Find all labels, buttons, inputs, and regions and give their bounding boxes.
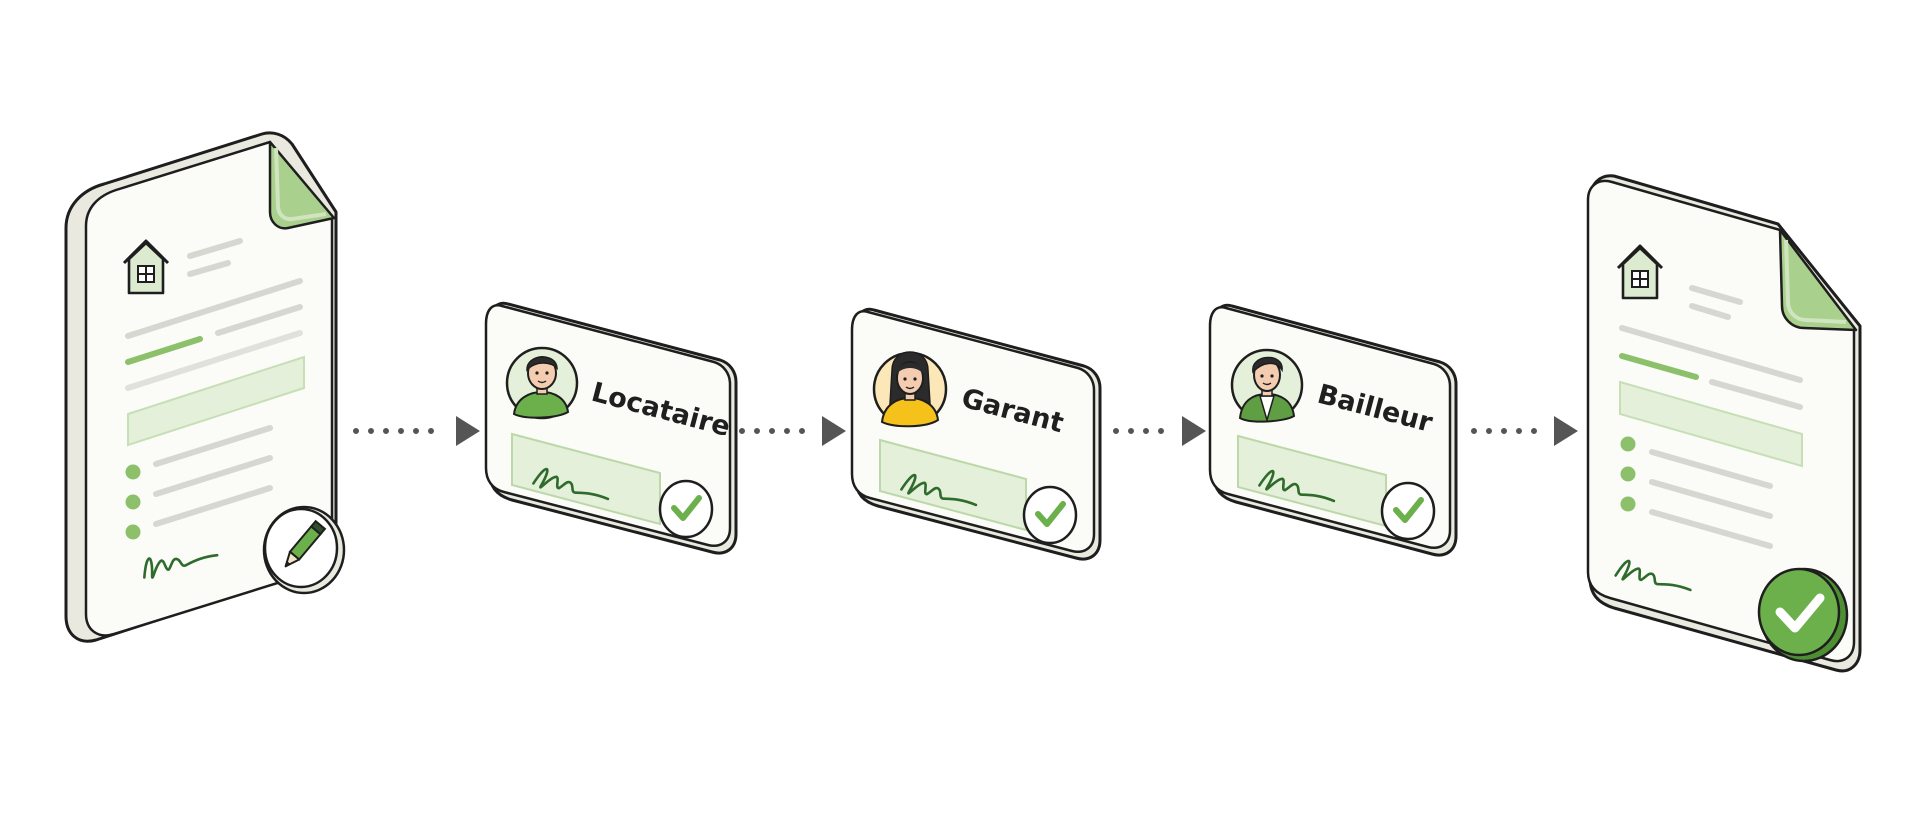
connector-arrow-1 [353,416,480,446]
checkmark-icon [1757,567,1849,663]
checkmark-icon [658,479,714,539]
avatar-locataire [505,346,579,420]
signer-card-locataire: Locataire [484,301,738,555]
signed-document [1586,174,1862,673]
checkmark-icon [1022,485,1078,545]
signer-card-bailleur: Bailleur [1208,303,1458,557]
avatar-garant [872,351,948,428]
connector-arrow-3 [1113,416,1206,446]
connector-arrow-2 [739,416,846,446]
pencil-icon [262,505,346,595]
checkmark-icon [1380,481,1436,541]
avatar-bailleur [1230,348,1304,423]
signer-card-garant: Garant [850,307,1102,561]
draft-document [64,131,346,643]
connector-arrow-4 [1471,416,1578,446]
